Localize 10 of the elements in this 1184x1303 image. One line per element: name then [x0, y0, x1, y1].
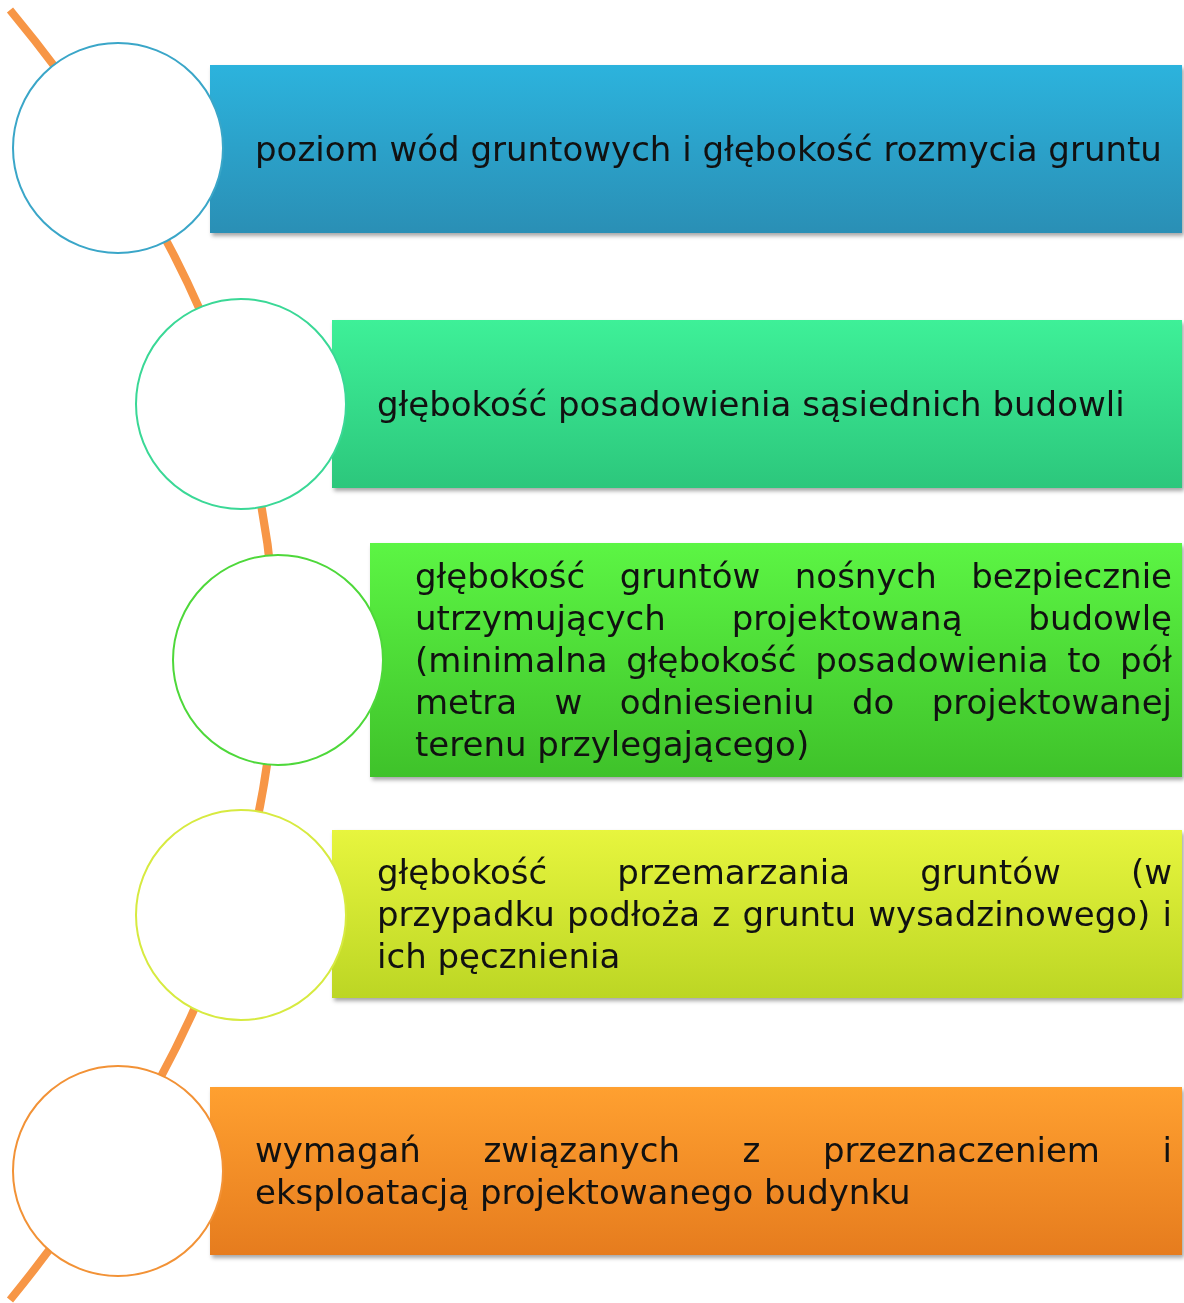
item-text: głębokość przemarzania gruntów (w przypadku podłoża z gruntu wysadzinowego) i ich pęcznienia: [377, 851, 1172, 977]
list-bar: [332, 320, 1182, 488]
item-text: poziom wód gruntowych i głębokość rozmycia gruntu: [255, 128, 1163, 170]
list-bar: [210, 65, 1182, 233]
list-bar: [210, 1087, 1182, 1255]
item-text: głębokość posadowienia sąsiednich budowli: [377, 383, 1126, 425]
list-bar: [332, 830, 1182, 998]
item-text: wymagań związanych z przeznaczeniem i eksploatacją projektowanego budynku: [255, 1129, 1172, 1213]
item-text: głębokość gruntów nośnych bezpiecznie utrzymujących projektowaną budowlę (minimalna głębokość posadowienia to pół metra w odniesieniu do projektowanej terenu przylegającego): [415, 555, 1172, 765]
list-bar: [370, 543, 1182, 777]
